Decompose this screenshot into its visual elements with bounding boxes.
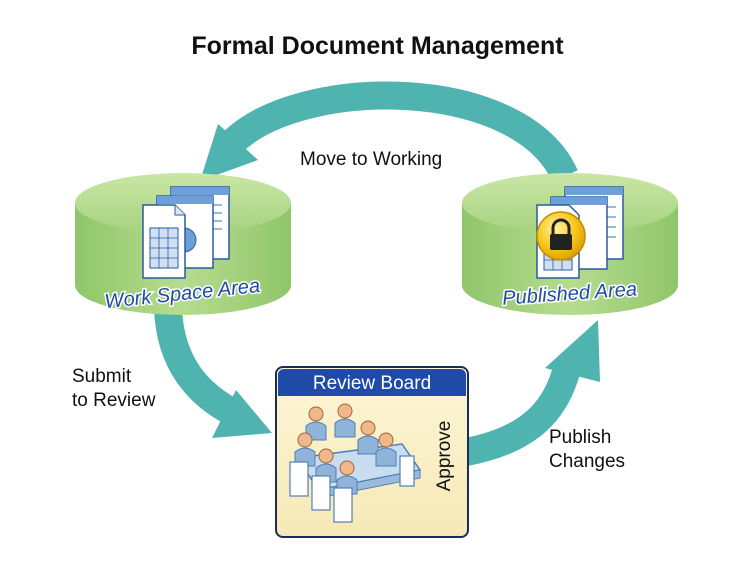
- publish-changes-label: Publish Changes: [549, 426, 625, 474]
- submit-label-line1: Submit: [72, 366, 132, 387]
- review-board-title: Review Board: [313, 373, 431, 394]
- submit-to-review-label: Submit to Review: [72, 365, 155, 413]
- move-to-working-arrow: [200, 81, 578, 183]
- diagram-title: Formal Document Management: [191, 32, 564, 60]
- submit-to-review-arrow: [154, 307, 272, 438]
- move-to-working-label: Move to Working: [300, 149, 443, 170]
- meeting-group-icon: [289, 403, 422, 523]
- publish-label-line1: Publish: [549, 427, 612, 448]
- publish-changes-arrow: [463, 320, 600, 466]
- submit-label-line2: to Review: [72, 390, 156, 411]
- approve-label: Approve: [434, 421, 455, 492]
- document-stack-icon: [142, 186, 230, 279]
- publish-label-line2: Changes: [549, 451, 626, 472]
- lock-icon: [536, 211, 586, 261]
